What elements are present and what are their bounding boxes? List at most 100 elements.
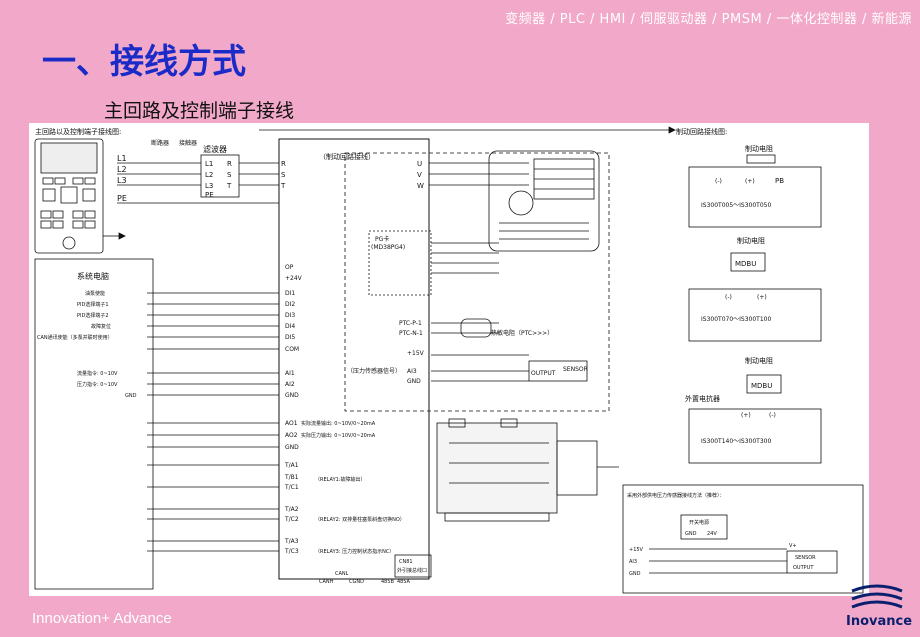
mains-l3: L3 [117,176,127,185]
sensor-label: （压力传感器信号） [347,367,401,375]
di-label-1: 油泵使能 [85,290,105,297]
di-term-com: COM [285,346,299,353]
di-label-3: PID选择端子2 [77,312,109,319]
can-gnd: CGND [349,579,364,585]
inovance-logo: Inovance [846,581,913,629]
logo-text: Inovance [846,614,913,629]
main-caption: 主回路以及控制端子接线图: [35,127,121,136]
ext-sensor-output: OUTPUT [793,565,814,571]
brake-caption: 制动回路接线图: [676,127,727,136]
ao-term-1: AO1 [285,420,298,427]
sensor-box: SENSOR [563,366,588,373]
relay-tc3: T/C3 [284,548,299,555]
relay-ta3: T/A3 [284,538,299,545]
breaker-label: 断路器 [151,139,169,147]
ai-label-1: 流量指令: 0~10V [77,370,118,377]
contactor-label: 接触器 [179,139,197,147]
wiring-diagram-svg: 主回路以及控制端子接线图: 制动回路接线图: 断路器 接触器 滤波器 L1 L2… [34,126,864,594]
filter-t: T [226,182,232,190]
filter-l2: L2 [205,171,213,179]
rs485-a: 485A [397,579,411,585]
di-terms: DI1 DI2 DI3 DI4 DI5 COM [285,290,299,353]
filter-label: 滤波器 [203,144,227,154]
brake2-minus: (-) [725,294,732,301]
ptc-p-label: PTC-P-1 [399,320,422,327]
system-computer-label: 系统电脑 [77,271,109,281]
v24-label: +24V [285,275,303,282]
relay-tb1: T/B1 [284,474,299,481]
ao-terms: AO1 AO2 GND 实际流量输出: 0~10V/0~20mA 实际压力输出:… [285,420,376,451]
ptc-note: （PTC>>>） [515,330,553,337]
brake-circuit-label: （制动回路接线） [319,152,375,161]
brake-resistor-1: 制动电阻 [745,144,773,153]
drive-v: V [417,171,422,179]
filter-pe: PE [205,191,214,199]
mdbu-3: MDBU [751,382,772,390]
brake1-pb: PB [775,177,784,185]
pg-card-model: (MD38PG4) [371,244,405,251]
footer-slogan: Innovation+ Advance [32,610,172,627]
di-term-4: DI4 [285,323,295,330]
sensor-15v: +15V [407,350,425,357]
relay-label-2: （RELAY2: 双排量柱塞泵斜盘切换NO） [315,516,405,523]
sensor-ai3: AI3 [407,368,417,375]
brake-resistor-2: 制动电阻 [737,236,765,245]
ai-labels: 流量指令: 0~10V 压力指令: 0~10V GND AI1 AI2 GND [77,370,299,399]
cn-sub: 外引接总线口 [397,567,427,574]
relay-tc1: T/C1 [284,484,299,491]
switch-power-label: 开关电源 [689,519,709,526]
ext-vplus: V+ [789,543,797,549]
relay-ta1: T/A1 [284,462,299,469]
ai-label-3: GND [125,393,137,399]
brake-resistor-3: 制动电阻 [745,356,773,365]
sensor-method: 采用外部供电压力传感器接线方法（推荐）： [627,492,725,499]
relay-terms: T/A1 T/B1 T/C1 T/A2 T/C2 T/A3 T/C3 （RELA… [284,462,405,555]
rs485-b: 485B [381,579,395,585]
pg-card-label: PG卡 [375,235,389,243]
brake1-minus: (-) [715,178,722,185]
relay-label-3: （RELAY3: 压力控制状态指示NC） [315,548,394,555]
di-term-2: DI2 [285,301,295,308]
brake3-plus: (+) [741,412,751,419]
page-title: 一、接线方式 [42,42,246,82]
ai-term-1: AI1 [285,370,295,377]
di-label-5: CAN通讯使能（多泵并联时使用） [37,334,113,341]
brake2-plus: (+) [757,294,767,301]
switch-gnd: GND [685,531,697,537]
page-subtitle: 主回路及控制端子接线 [104,100,295,122]
drive-s: S [281,171,286,179]
brake1-plus: (+) [745,178,755,185]
relay-ta2: T/A2 [284,506,299,513]
ao-label-2: 实际压力输出: 0~10V/0~20mA [301,432,376,439]
ai-term-2: AI2 [285,381,295,388]
relay-label-1: （RELAY1:故障输出） [315,476,366,483]
wiring-diagram: 主回路以及控制端子接线图: 制动回路接线图: 断路器 接触器 滤波器 L1 L2… [29,123,869,596]
di-labels: 油泵使能 PID选择端子1 PID选择端子2 故障复位 CAN通讯使能（多泵并联… [37,290,113,341]
mains-l1: L1 [117,154,127,163]
mdbu-2: MDBU [735,260,756,268]
di-term-3: DI3 [285,312,295,319]
di-term-1: DI1 [285,290,295,297]
can-l: CANL [335,571,349,577]
ext-sensor-box: SENSOR [795,555,816,561]
drive-t: T [280,182,286,190]
relay-tc2: T/C2 [284,516,299,523]
di-label-4: 故障复位 [91,323,111,330]
brake-circuit-1: 制动电阻 (-) (+) PB IS300T005～IS300T050 [688,144,822,228]
ext-gnd: GND [629,571,641,577]
product-tags: 变频器 / PLC / HMI / 伺服驱动器 / PMSM / 一体化控制器 … [505,12,912,27]
model-range-2: IS300T070～IS300T100 [701,316,771,323]
ptc-n-label: PTC-N-1 [399,330,423,337]
ao-term-2: AO2 [285,432,298,439]
switch-24v: 24V [707,531,717,537]
sensor-gnd: GND [407,378,421,385]
model-range-3: IS300T140～IS300T300 [701,438,771,445]
di-label-2: PID选择端子1 [77,301,109,308]
ext-15v: +15V [629,547,644,553]
sensor-output: OUTPUT [531,370,556,377]
cn-header: CN81 [399,559,413,565]
ao-term-3: GND [285,444,299,451]
can-h: CANH [319,579,334,585]
ptc-cable-label: 热敏电阻 [491,329,515,337]
pe-label: PE [117,194,127,203]
